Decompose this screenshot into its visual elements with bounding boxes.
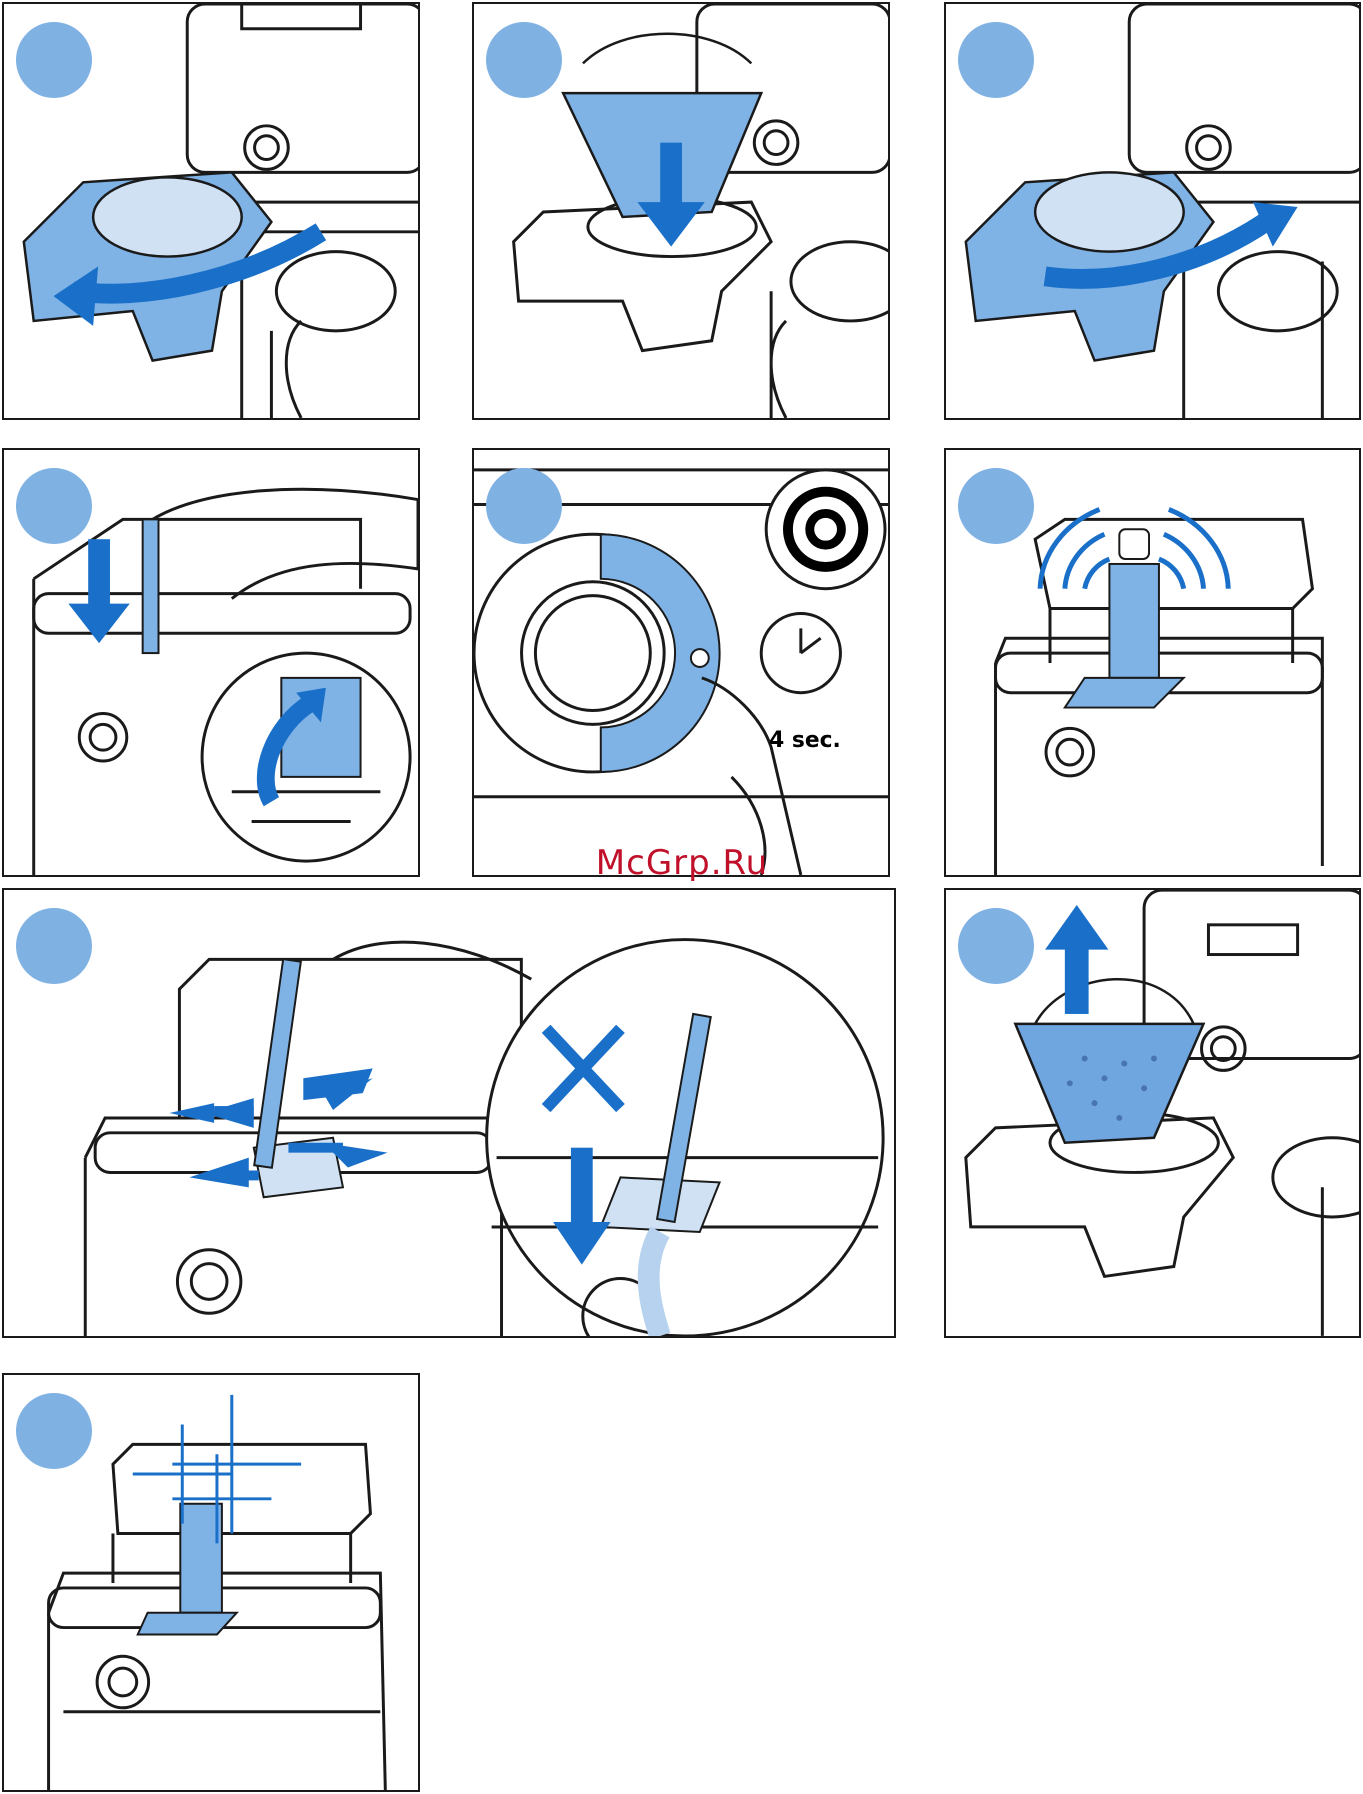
step-panel-5: 4 sec.	[472, 448, 890, 877]
watermark-text: McGrp.Ru	[560, 843, 804, 883]
step-panel-3	[944, 2, 1361, 420]
step-number-circle	[16, 468, 92, 544]
step-number-circle	[16, 22, 92, 98]
step-number-circle	[958, 22, 1034, 98]
step-panel-2	[472, 2, 890, 420]
step-panel-8	[944, 888, 1361, 1338]
step-number-circle	[486, 468, 562, 544]
brush-grinder-chute-icon	[4, 890, 894, 1336]
timer-label: 4 sec.	[769, 728, 841, 753]
step-panel-1	[2, 2, 420, 420]
step-panel-9	[2, 1373, 420, 1792]
step-number-circle	[16, 908, 92, 984]
step-number-circle	[486, 22, 562, 98]
step-number-circle	[958, 468, 1034, 544]
step-number-circle	[16, 1393, 92, 1469]
step-panel-6	[944, 448, 1361, 877]
step-panel-7	[2, 888, 896, 1338]
step-panel-4	[2, 448, 420, 877]
step-number-circle	[958, 908, 1034, 984]
